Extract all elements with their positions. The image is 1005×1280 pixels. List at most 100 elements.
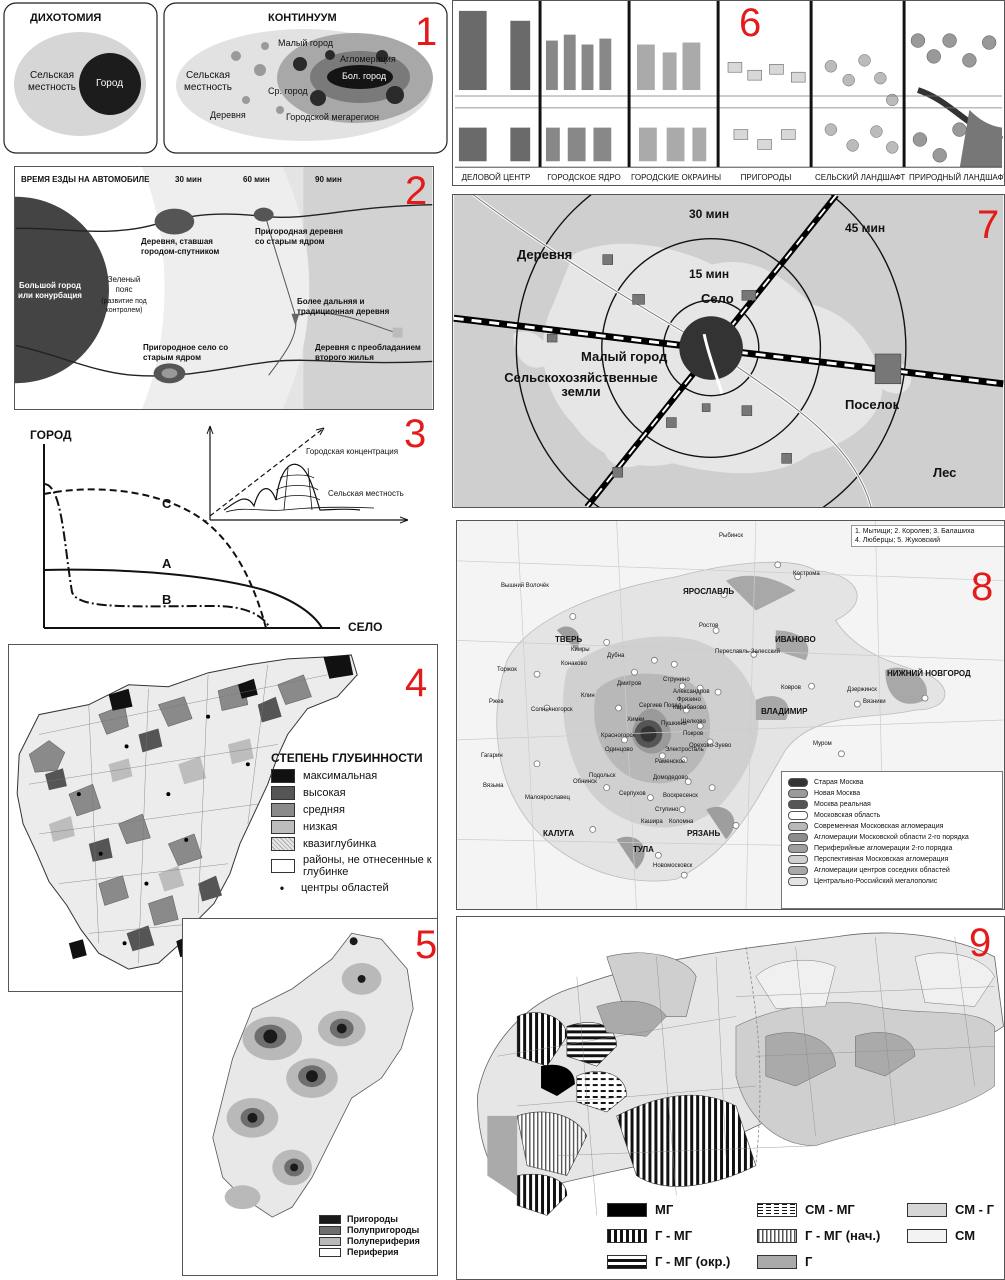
curve-c-label: С	[162, 496, 172, 511]
legend-label: высокая	[303, 787, 346, 799]
zone-label: ПРИРОДНЫЙ ЛАНДШАФТ	[909, 173, 1005, 182]
legend-row: районы, не отнесенные к глубинке	[271, 854, 437, 878]
legend-row: СМ	[907, 1228, 975, 1243]
legend-label: средняя	[303, 804, 345, 816]
panel-8-moscow-agglomeration-map: 1. Мытищи; 2. Королев; 3. Балашиха 4. Лю…	[456, 520, 1005, 910]
city-label: Ростов	[699, 623, 719, 629]
green-belt-label: Зеленый пояс	[107, 275, 141, 294]
legend-label: СМ	[955, 1228, 976, 1243]
city-label: Город	[96, 78, 124, 89]
legend-label: Г - МГ (нач.)	[805, 1228, 881, 1243]
city-label: Конаково	[561, 661, 587, 667]
legend-row: Старая Москва	[788, 778, 996, 787]
suburban-village-label: Пригородная деревня со старым ядром	[255, 227, 343, 246]
city-label: Торжок	[497, 667, 517, 673]
center-dot-icon: •	[279, 881, 285, 895]
legend-label: Перспективная Московская агломерация	[814, 856, 949, 863]
panel-number-8: 8	[971, 565, 994, 609]
legend-swatch	[271, 837, 295, 851]
legend-label: Периферийные агломерации 2-го порядка	[814, 845, 953, 852]
city-label: ВЛАДИМИР	[761, 707, 808, 716]
legend-label: максимальная	[303, 770, 378, 782]
panel-1-dichotomy-continuum: ДИХОТОМИЯ Сельская местность Город КОНТИ…	[0, 0, 452, 158]
legend-swatch	[788, 855, 808, 864]
selo-label: Село	[701, 291, 734, 306]
time-30-label: 30 мин	[175, 175, 202, 184]
legend-label: Современная Московская агломерация	[814, 823, 944, 830]
panel-7-map	[453, 195, 1004, 507]
legend-label: Новая Москва	[814, 790, 861, 797]
x-axis-label: СЕЛО	[348, 620, 383, 634]
legend-swatch	[788, 822, 808, 831]
panel-number-1: 1	[415, 10, 438, 54]
city-label: Дмитров	[617, 681, 642, 687]
panel-number-6: 6	[737, 1, 764, 45]
legend-swatch	[607, 1228, 647, 1243]
city-label: Дзержинск	[847, 687, 877, 693]
periphery-legend: СТЕПЕНЬ ГЛУБИННОСТИ максимальная высокая…	[271, 751, 437, 898]
legend-swatch	[907, 1202, 947, 1217]
city-label: Коломна	[669, 819, 694, 825]
panel-number-7: 7	[977, 203, 1000, 247]
city-label: НИЖНИЙ НОВГОРОД	[887, 669, 971, 678]
legend-swatch	[788, 800, 808, 809]
legend-swatch	[788, 833, 808, 842]
legend-row: Пригороды	[319, 1214, 420, 1224]
legend-label: Г - МГ	[655, 1228, 693, 1243]
inset-rural-label: Сельская местность	[328, 489, 404, 498]
city-label: Покров	[683, 731, 704, 737]
city-label: Кашира	[641, 819, 663, 825]
legend-label: МГ	[655, 1202, 674, 1217]
legend-swatch	[271, 859, 295, 873]
zone-label: СЕЛЬСКИЙ ЛАНДШАФТ	[815, 173, 906, 182]
suburbs-legend: Пригороды Полупригороды Полупериферия Пе…	[319, 1213, 420, 1258]
legend-swatch	[757, 1254, 797, 1269]
legend-label: СМ - Г	[955, 1202, 994, 1217]
legend-label: центры областей	[301, 882, 389, 894]
legend-row: Перспективная Московская агломерация	[788, 855, 996, 864]
legend-swatch	[757, 1228, 797, 1243]
legend-label: Москва реальная	[814, 801, 871, 808]
city-label: Новомосковск	[653, 863, 693, 869]
zone-label: ГОРОДСКИЕ ОКРАИНЫ	[631, 173, 722, 182]
second-homes-label: Деревня с преобладанием второго жилья	[315, 343, 421, 362]
legend-label: Московская область	[814, 812, 881, 819]
far-village-label: Более дальняя и традиционная деревня	[297, 297, 390, 316]
legend-label: Центрально-Российский мегалополис	[814, 878, 938, 885]
inset-city-label: Городская концентрация	[306, 447, 399, 456]
legend-label: низкая	[303, 821, 338, 833]
panel-3-graph	[43, 425, 409, 629]
legend-swatch	[788, 811, 808, 820]
legend-row: средняя	[271, 803, 437, 817]
periphery-legend-title: СТЕПЕНЬ ГЛУБИННОСТИ	[271, 751, 423, 765]
isochrone-30-label: 30 мин	[689, 207, 730, 221]
city-label: Серпухов	[619, 791, 646, 797]
legend-row: Агломерации Московской области 2-го поря…	[788, 833, 996, 842]
legend-row: СМ - МГ	[757, 1202, 855, 1217]
legend-label: Периферия	[347, 1247, 399, 1257]
time-90-label: 90 мин	[315, 175, 342, 184]
city-label: Электросталь	[665, 747, 704, 753]
legend-row: высокая	[271, 786, 437, 800]
city-label: РЯЗАНЬ	[687, 829, 721, 838]
city-label: ТУЛА	[633, 845, 654, 854]
city-label: Пушкино	[661, 721, 686, 727]
legend-swatch	[319, 1247, 341, 1257]
legend-row: Современная Московская агломерация	[788, 822, 996, 831]
travel-time-title: ВРЕМЯ ЕЗДЫ НА АВТОМОБИЛЕ	[21, 175, 150, 184]
city-label: Фрязино	[677, 697, 701, 703]
megaregion-label: Городской мегарегион	[286, 112, 379, 122]
city-label: Обнинск	[573, 779, 597, 785]
legend-label: Полупригороды	[347, 1225, 420, 1235]
city-label: Дубна	[607, 653, 625, 659]
urbanization-legend: МГ СМ - МГ СМ - Г Г - МГ Г - МГ (нач.) С…	[607, 1199, 1003, 1279]
panel-1-diagram	[3, 2, 448, 154]
city-label: Щелково	[681, 719, 706, 725]
legend-swatch	[319, 1225, 341, 1235]
legend-label: Полупериферия	[347, 1236, 420, 1246]
city-label: Красногорск	[601, 733, 636, 739]
legend-swatch	[907, 1228, 947, 1243]
legend-row: Новая Москва	[788, 789, 996, 798]
legend-label: квазиглубинка	[303, 838, 377, 850]
